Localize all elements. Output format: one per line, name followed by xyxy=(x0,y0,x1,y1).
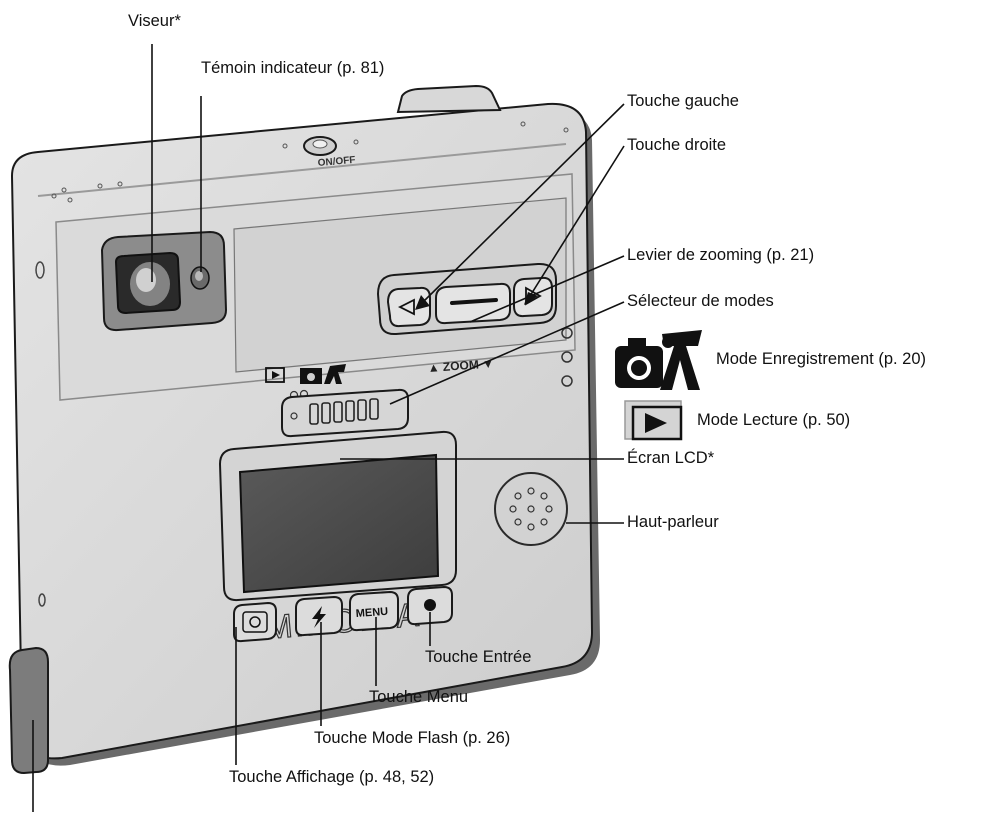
strap-lug xyxy=(8,646,49,775)
speaker-grille xyxy=(494,472,568,546)
label-haut-parleur: Haut-parleur xyxy=(627,513,719,531)
shutter-button xyxy=(396,84,502,114)
label-levier-zooming: Levier de zooming (p. 21) xyxy=(627,246,815,264)
label-touche-droite: Touche droite xyxy=(627,136,727,154)
zoom-label: ▲ ZOOM ▼ xyxy=(427,356,494,375)
menu-key[interactable] xyxy=(349,590,399,632)
camera-top-ridge xyxy=(37,143,567,197)
on-off-text: ON/OFF xyxy=(317,155,356,169)
body-dots xyxy=(51,121,569,203)
label-mode-lecture: Mode Lecture (p. 50) xyxy=(697,411,851,429)
label-touche-entree: Touche Entrée xyxy=(425,648,532,666)
legend-record-icon xyxy=(615,330,702,390)
label-ecran-lcd: Écran LCD* xyxy=(627,449,715,467)
body-play-icon xyxy=(265,367,285,383)
mode-selector-switch[interactable] xyxy=(281,388,409,438)
label-touche-menu: Touche Menu xyxy=(369,688,469,706)
display-key[interactable] xyxy=(233,601,277,643)
label-touche-affichage: Touche Affichage (p. 48, 52) xyxy=(229,768,435,786)
label-selecteur-modes: Sélecteur de modes xyxy=(627,292,774,310)
menu-key-text: MENU xyxy=(355,606,388,620)
label-touche-mode-flash: Touche Mode Flash (p. 26) xyxy=(314,729,511,747)
label-temoin-indicateur: Témoin indicateur (p. 81) xyxy=(201,59,385,77)
callout-lines xyxy=(32,44,625,812)
label-viseur: Viseur* xyxy=(128,12,181,30)
label-mode-enregistrement: Mode Enregistrement (p. 20) xyxy=(716,350,927,368)
label-touche-gauche: Touche gauche xyxy=(627,92,739,110)
legend-play-icon xyxy=(624,400,683,441)
left-key[interactable] xyxy=(386,286,431,328)
lcd-screen xyxy=(238,453,440,594)
